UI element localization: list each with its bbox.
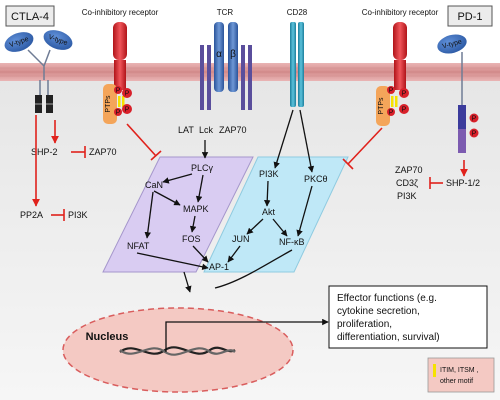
coinhibitory-label-left: Co-inhibitory receptor — [82, 8, 159, 17]
tcr-alpha-chain — [214, 22, 224, 92]
plcg-label: PLCγ — [191, 163, 214, 173]
cd28-label: CD28 — [287, 8, 308, 17]
pd1-phospho-1 — [469, 113, 479, 123]
tcr-complex: TCR α β — [200, 8, 252, 110]
phospho-right-3 — [387, 86, 395, 94]
pi3k-label: PI3K — [259, 169, 279, 179]
effector-line-4: differentiation, survival) — [337, 332, 440, 343]
ptps-label-right: PTPs — [378, 97, 385, 115]
pi3k-pkc-pathway-box — [203, 156, 349, 273]
coinhibitory-ectodomain-left — [113, 22, 127, 60]
cd3-chains-right — [241, 45, 252, 110]
itim-left-1 — [118, 96, 121, 107]
pd1-vtype-domain — [437, 34, 467, 54]
motif-legend-swatch — [433, 364, 436, 377]
shp2-label: SHP-2 — [31, 147, 58, 157]
phospho-left-4 — [114, 108, 122, 116]
ctla4-label-box — [5, 5, 55, 27]
pi3k-label-right: PI3K — [397, 191, 417, 201]
svg-text:P: P — [125, 91, 130, 98]
ctla4-stalk — [27, 49, 51, 80]
coinhibitory-ectodomain-right — [393, 22, 407, 60]
phospho-left-1 — [122, 88, 132, 98]
itim-left-2 — [122, 96, 125, 107]
svg-text:P: P — [472, 116, 477, 123]
pd1-phospho-2 — [469, 128, 479, 138]
cd3z-label: CD3ζ — [396, 178, 418, 188]
zap70-label-right: ZAP70 — [395, 165, 423, 175]
coinhibitory-receptor-left: Co-inhibitory receptor PTPs P P P P — [82, 8, 159, 124]
tcr-label: TCR — [217, 8, 234, 17]
phospho-right-1 — [399, 88, 409, 98]
lat-label: LAT — [178, 125, 194, 135]
svg-text:P: P — [472, 131, 477, 138]
pd1-label: PD-1 — [457, 11, 482, 23]
pd1-label-box — [447, 5, 493, 27]
nucleus-label: Nucleus — [86, 331, 129, 343]
coinhibitory-label-right: Co-inhibitory receptor — [362, 8, 439, 17]
svg-text:P: P — [402, 107, 407, 114]
ptps-label-left: PTPs — [105, 95, 112, 113]
ap1-label: AP-1 — [209, 262, 229, 272]
motif-legend-line-1: ITIM, ITSM , — [440, 367, 479, 374]
phospho-left-2 — [122, 104, 132, 114]
pkctheta-label: PKCθ — [304, 174, 328, 184]
phospho-right-4 — [387, 108, 395, 116]
inhibitory-arrows — [32, 115, 468, 221]
ptps-box-left — [103, 84, 117, 124]
itim-right-2 — [395, 96, 398, 107]
zap70-label-left: ZAP70 — [89, 147, 117, 157]
tcr-alpha-label: α — [216, 49, 222, 60]
lck-label: Lck — [199, 125, 214, 135]
dna-to-effector-arrow — [165, 318, 329, 352]
motif-legend-line-2: other motif — [440, 378, 473, 385]
coinhibitory-receptor-right: Co-inhibitory receptor PTPs P P P P — [362, 8, 439, 126]
ctla4-vtype-domain-left — [4, 32, 34, 52]
cd28-receptor: CD28 — [287, 8, 308, 107]
tcr-beta-chain — [228, 22, 238, 92]
pd1-receptor: V-type P P — [437, 34, 479, 153]
activation-arrows — [136, 109, 315, 293]
pd1-vtype-label: V-type — [442, 39, 463, 51]
ctla4-receptor: V-type V-type — [4, 30, 73, 113]
svg-text:P: P — [116, 88, 121, 95]
effector-line-3: proliferation, — [337, 319, 392, 330]
cd28-chain-right — [298, 22, 304, 107]
mapk-label: MAPK — [183, 204, 209, 214]
nfkb-label: NF-κB — [279, 237, 305, 247]
ctla4-label: CTLA-4 — [11, 11, 49, 23]
dna-helix — [119, 346, 236, 356]
phospho-right-2 — [399, 104, 409, 114]
nucleus — [62, 307, 294, 393]
svg-text:P: P — [389, 110, 394, 117]
itim-right-1 — [391, 96, 394, 107]
motif-legend-box — [427, 357, 495, 393]
cd28-chain-left — [290, 22, 296, 107]
cd3-chains-left — [200, 45, 211, 110]
effector-line-1: Effector functions (e.g. — [337, 293, 437, 304]
svg-text:P: P — [402, 91, 407, 98]
tcr-beta-label: β — [230, 49, 236, 60]
calcineurin-mapk-pathway-box — [102, 156, 254, 273]
effector-functions-box — [328, 285, 488, 349]
can-label: CaN — [145, 180, 163, 190]
pi3k-label-left: PI3K — [68, 210, 88, 220]
zap70-label-top: ZAP70 — [219, 125, 247, 135]
pp2a-label: PP2A — [20, 210, 43, 220]
akt-label: Akt — [262, 207, 276, 217]
ptps-box-right — [376, 86, 390, 126]
svg-text:P: P — [389, 88, 394, 95]
nfat-label: NFAT — [127, 241, 150, 251]
shp12-label: SHP-1/2 — [446, 178, 480, 188]
effector-line-2: cytokine secretion, — [337, 306, 420, 317]
fos-label: FOS — [182, 234, 201, 244]
ctla4-vtype-domain-right — [43, 30, 73, 50]
svg-text:P: P — [125, 107, 130, 114]
svg-text:P: P — [116, 110, 121, 117]
jun-label: JUN — [232, 234, 250, 244]
phospho-left-3 — [114, 86, 122, 94]
